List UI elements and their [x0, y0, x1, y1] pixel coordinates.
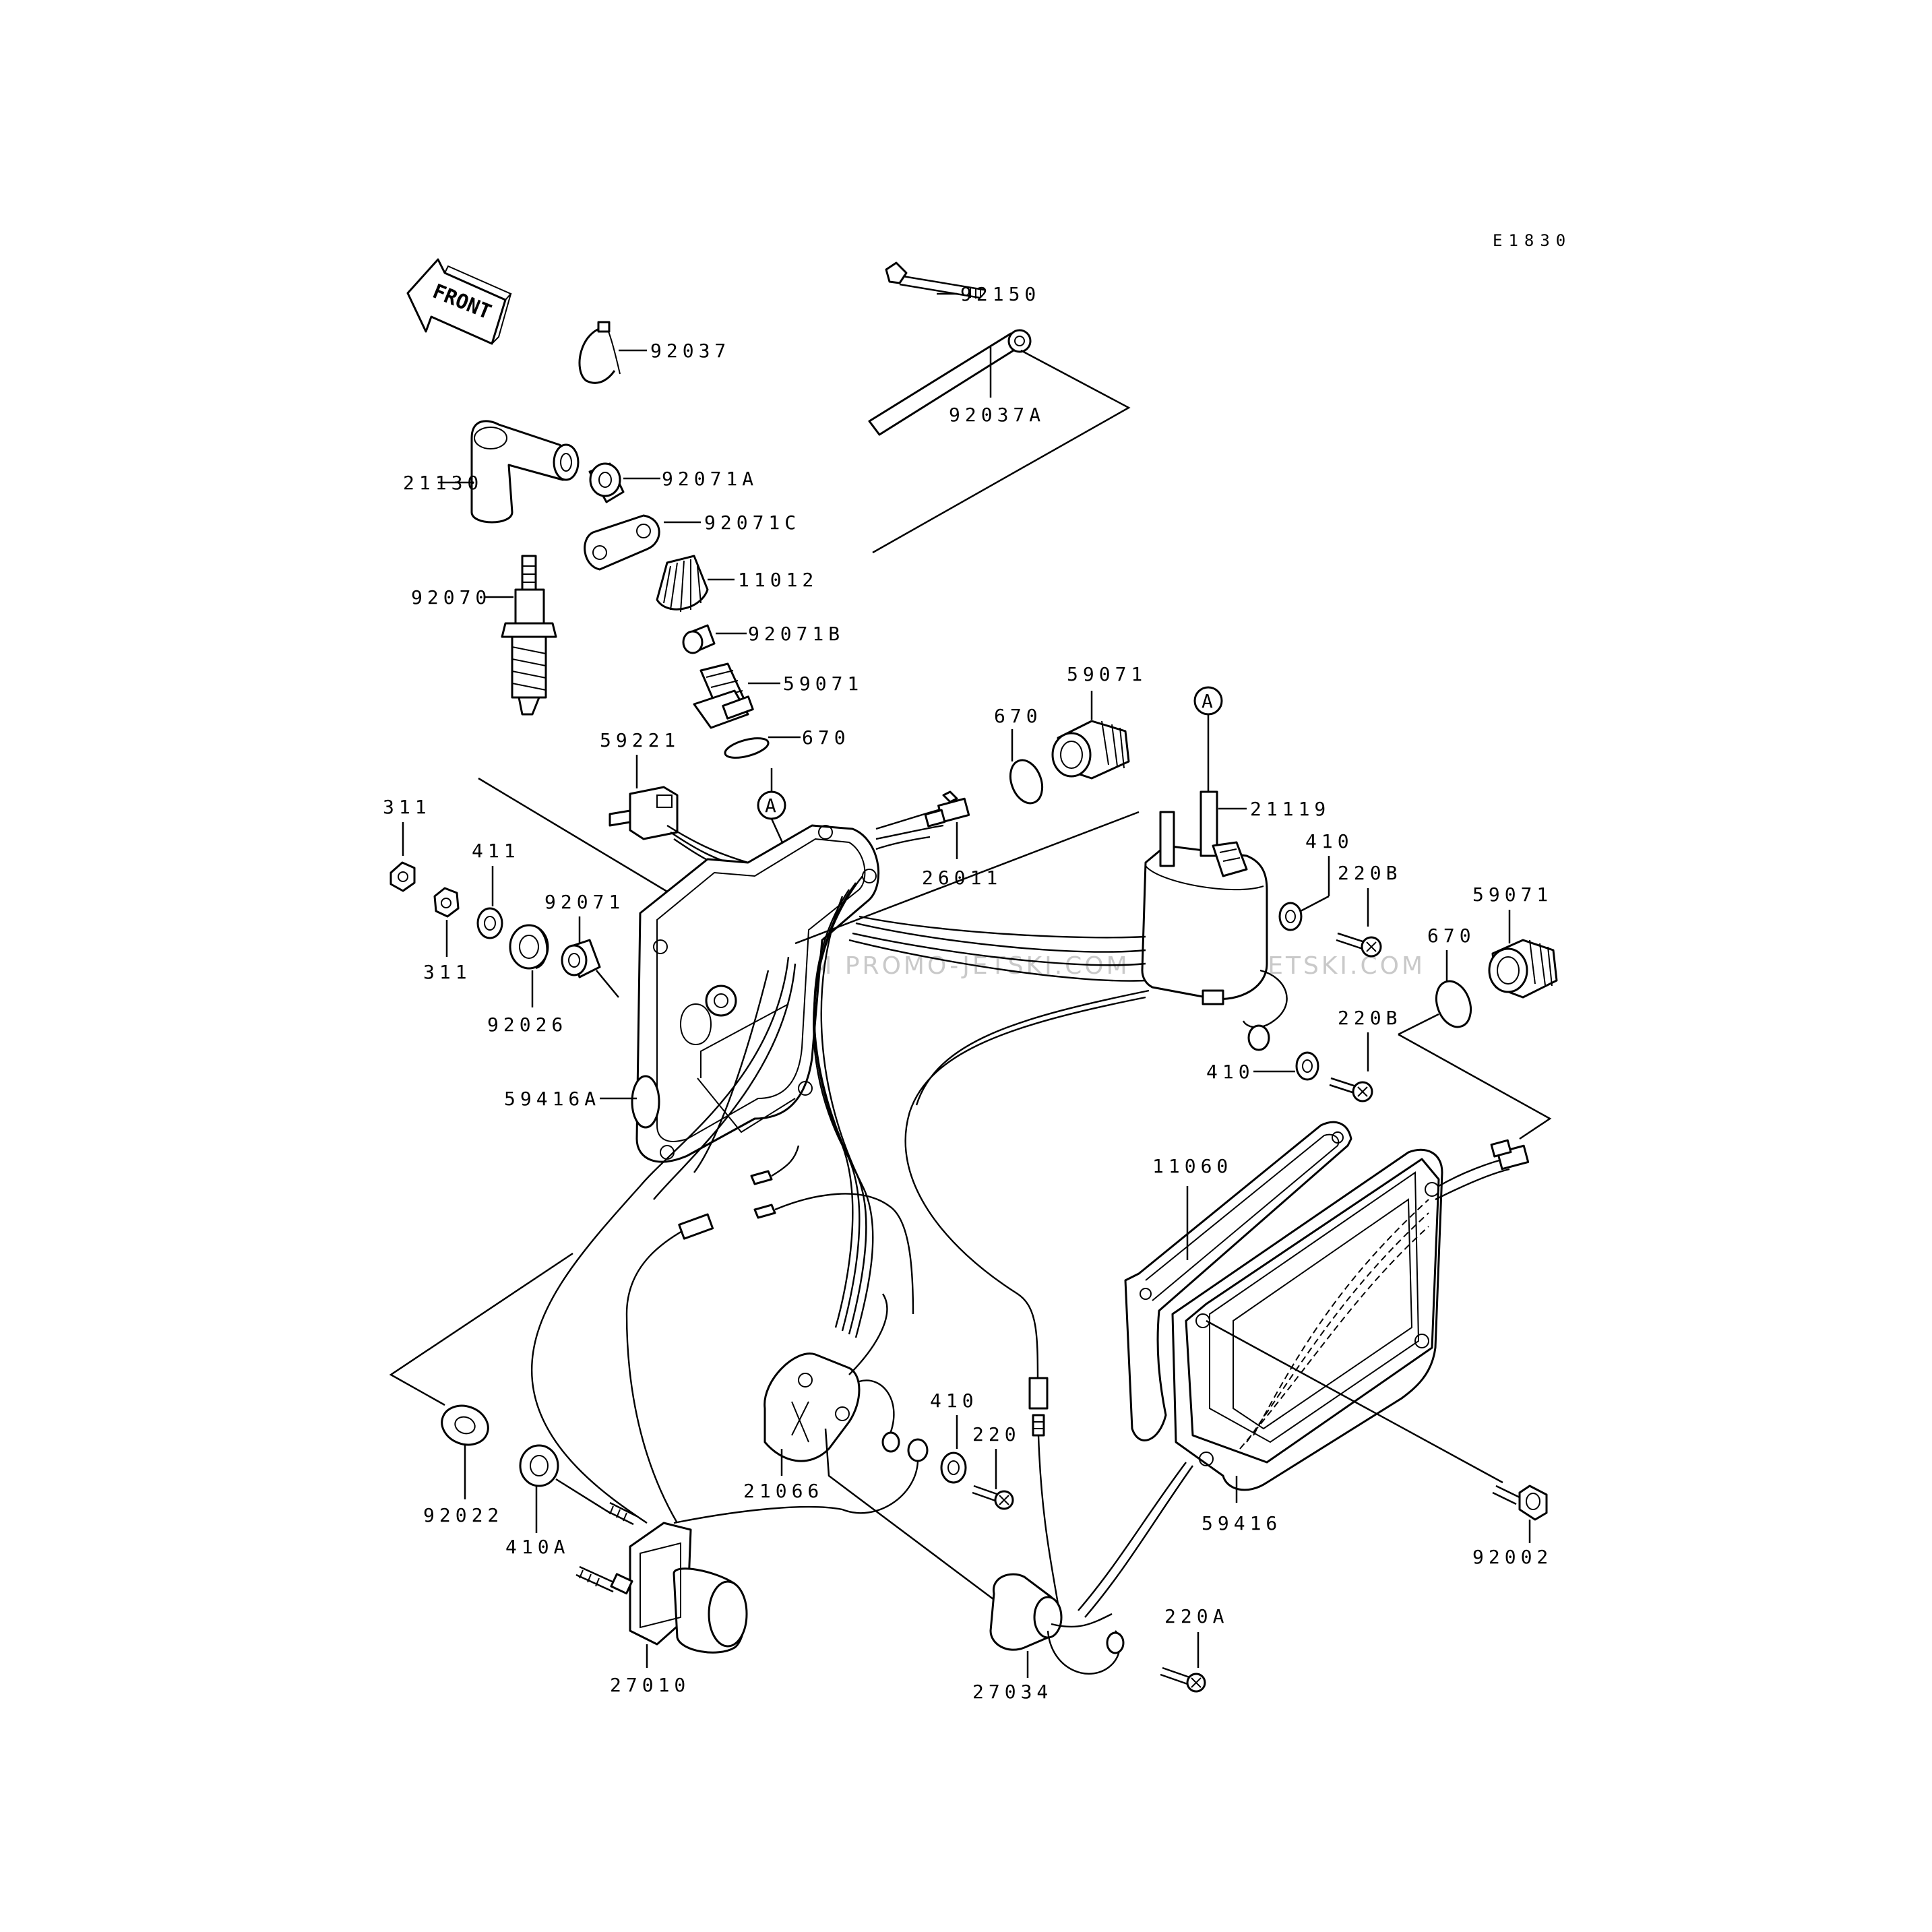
label-410A: 410A [505, 1536, 569, 1558]
washer-410-r1 [1278, 902, 1303, 931]
label-92037: 92037 [650, 340, 730, 362]
label-670-right: 670 [1427, 925, 1476, 947]
label-92026: 92026 [487, 1014, 567, 1036]
grommet-92026 [509, 924, 549, 970]
bolt-92150 [885, 261, 985, 299]
fitting-59071-right [1488, 939, 1558, 999]
starter-relay-27010 [575, 1501, 748, 1654]
bolt-220B-2 [1329, 1077, 1373, 1102]
relay-27034 [989, 1573, 1125, 1675]
grommet-92071B [682, 624, 716, 654]
washer-92022 [441, 1404, 489, 1446]
bolt-220B-1 [1336, 932, 1382, 958]
label-21130: 21130 [403, 472, 483, 494]
o-ring-670-mid [1009, 759, 1044, 805]
grommet-92071 [561, 939, 601, 978]
label-311-top: 311 [383, 796, 431, 818]
label-21119: 21119 [1250, 798, 1330, 820]
stud-lower [575, 1565, 633, 1595]
lug-410-low [907, 1438, 929, 1462]
bolt-220 [972, 1485, 1014, 1510]
fitting-59071-top [693, 662, 754, 729]
label-220B-2: 220B [1338, 1007, 1402, 1029]
label-92022: 92022 [423, 1504, 503, 1526]
cap-92071A [588, 462, 625, 503]
label-27034: 27034 [972, 1681, 1053, 1703]
label-59071-top: 59071 [783, 673, 863, 695]
label-670-top: 670 [802, 726, 850, 749]
box-59416 [1078, 1139, 1530, 1618]
nut-311-top [389, 861, 416, 892]
label-92071B: 92071B [748, 623, 844, 645]
label-59416: 59416 [1202, 1512, 1282, 1534]
label-27010: 27010 [610, 1674, 690, 1696]
label-92071C: 92071C [704, 511, 801, 534]
label-410-r1: 410 [1305, 830, 1354, 852]
label-59221: 59221 [600, 729, 680, 751]
diagram-code: E1830 [1493, 231, 1571, 250]
terminal-connector-mid [1028, 1377, 1059, 1604]
label-410-r2: 410 [1206, 1061, 1255, 1083]
ref-marker-a-2-label: A [1202, 690, 1218, 712]
ignition-coil-21119 [1141, 790, 1288, 1028]
cable-tie-92037A [868, 329, 1032, 436]
label-92002: 92002 [1472, 1546, 1553, 1568]
plug-cap-21130 [470, 420, 580, 524]
label-59071-right: 59071 [1472, 883, 1553, 906]
bolt-92002 [1492, 1485, 1548, 1521]
washer-410-low [940, 1452, 967, 1484]
label-220A: 220A [1164, 1605, 1228, 1627]
nut-311-bottom [433, 887, 460, 918]
regulator-21066 [764, 1293, 900, 1462]
plate-92071C [584, 514, 660, 571]
label-59416A: 59416A [504, 1088, 600, 1110]
terminal-26011 [875, 790, 970, 850]
spark-plug-92070 [501, 555, 557, 716]
bolt-220A [1160, 1666, 1206, 1693]
label-92037A: 92037A [949, 404, 1045, 426]
label-11012: 11012 [738, 569, 818, 591]
wire-terminals [678, 1145, 914, 1315]
ref-marker-a-2 [1193, 686, 1223, 716]
front-arrow-icon: FRONT [406, 258, 512, 345]
o-ring-670-right [1435, 980, 1472, 1028]
label-92150: 92150 [960, 283, 1040, 305]
label-11060: 11060 [1152, 1155, 1233, 1177]
label-21066: 21066 [743, 1480, 823, 1502]
washer-410-r2b [1247, 1024, 1270, 1051]
ref-marker-a-1-label: A [765, 794, 781, 817]
label-92070: 92070 [411, 586, 491, 609]
box-59416A [631, 824, 880, 1163]
label-59071-mid: 59071 [1067, 663, 1147, 685]
washer-410-r2 [1295, 1051, 1319, 1081]
label-220: 220 [972, 1423, 1021, 1445]
gasket-11060 [1124, 1121, 1352, 1441]
label-670-mid: 670 [994, 705, 1042, 727]
washer-411 [476, 907, 503, 939]
label-92071: 92071 [544, 891, 625, 913]
stud-upper [606, 1501, 637, 1526]
boot-11012 [656, 555, 709, 613]
label-411: 411 [472, 840, 520, 862]
label-410-low: 410 [930, 1390, 978, 1412]
label-26011: 26011 [922, 867, 1002, 889]
fitting-59071-mid [1051, 720, 1130, 780]
o-ring-670-top [724, 737, 770, 759]
label-311-bottom: 311 [423, 961, 472, 983]
washer-410A [519, 1444, 559, 1487]
label-92071A: 92071A [662, 468, 758, 490]
clip-92037 [578, 321, 621, 384]
label-220B-1: 220B [1338, 862, 1402, 884]
